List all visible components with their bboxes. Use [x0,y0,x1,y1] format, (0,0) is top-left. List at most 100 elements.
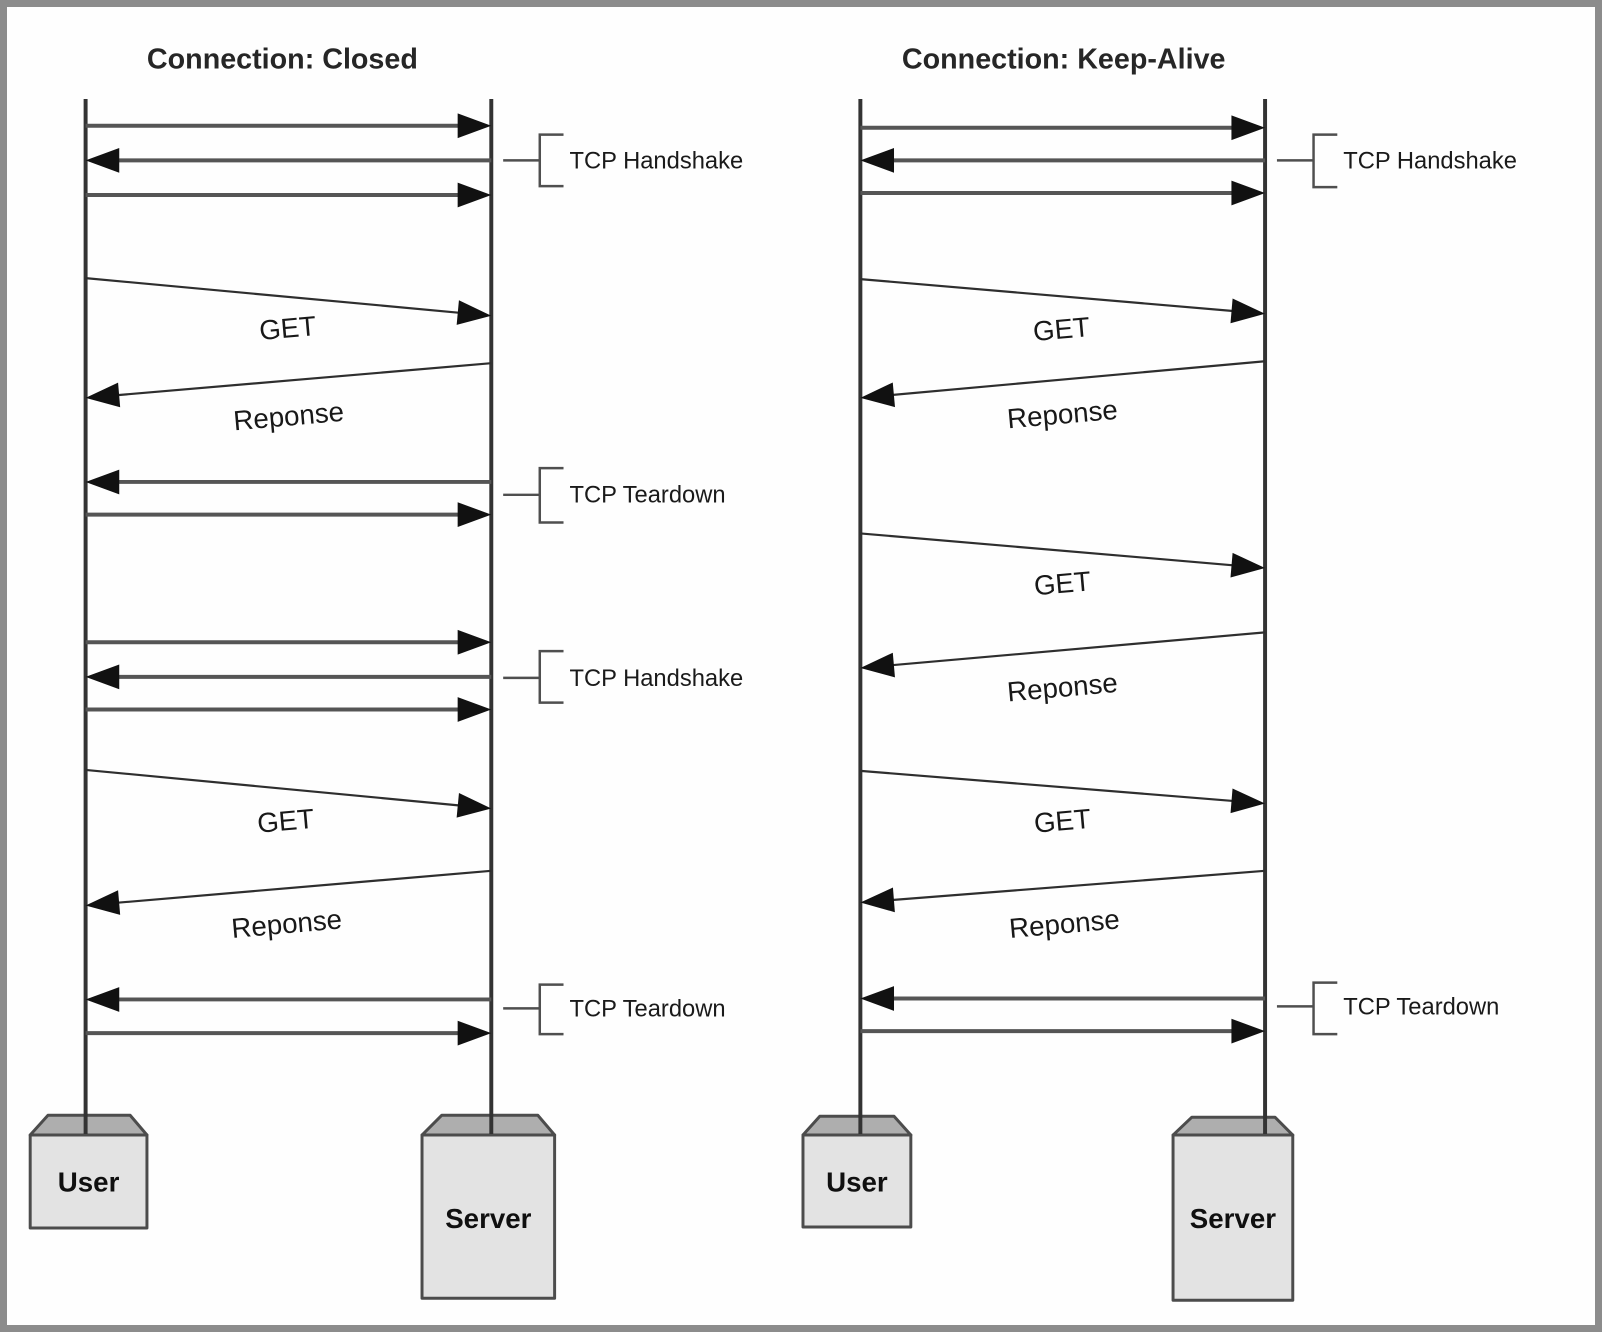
server-box-front-face [420,1133,557,1300]
message-arrow-head [85,987,120,1012]
message-get-10: GET [85,768,492,839]
message-arrow-head [457,502,492,527]
server-box: Server [1171,1115,1295,1302]
bracket-label: TCP Handshake [1343,148,1517,174]
server-box: Server [420,1113,557,1300]
message-arrow-shaft [860,278,1238,313]
message-get-3: GET [860,278,1266,347]
message-label: Reponse [1008,903,1121,944]
bracket-label: TCP Teardown [1343,994,1499,1020]
message-arrow-head [457,697,492,722]
message-tcp-0 [860,115,1266,141]
message-arrow-head [860,652,895,678]
message-tcp-12 [85,987,492,1012]
message-tcp-1 [860,148,1266,173]
bracket-tcp-handshake: TCP Handshake [1276,133,1517,189]
message-tcp-1 [85,148,492,173]
message-arrow-shaft [887,360,1266,397]
diagram-title: Connection: Closed [147,43,418,75]
message-arrow-shaft [85,768,464,807]
message-tcp-10 [860,1018,1266,1044]
message-arrow-head [457,1020,492,1046]
user-box-top-face [801,1114,913,1137]
message-arrow-head [1231,180,1266,206]
message-arrow-head [85,469,120,495]
message-tcp-2 [85,182,492,208]
message-arrow-shaft [860,532,1238,567]
server-box-label: Server [445,1203,531,1234]
diagram-title: Connection: Keep-Alive [902,43,1226,75]
message-tcp-8 [85,664,492,690]
message-tcp-2 [860,180,1266,206]
message-arrow-shaft [113,869,492,905]
bracket-shape [538,133,564,188]
bracket-shape [538,649,564,704]
server-box-label: Server [1190,1203,1276,1234]
message-label: Reponse [1006,394,1119,435]
message-tcp-6 [85,502,492,527]
bracket-shape [538,466,564,524]
bracket-label: TCP Teardown [569,996,725,1022]
bracket-label: TCP Teardown [569,483,725,509]
message-arrow-head [85,148,120,173]
message-label: GET [256,803,315,839]
bracket-tcp-teardown: TCP Teardown [503,466,726,524]
message-get-3: GET [85,277,492,346]
message-arrow-head [85,890,121,915]
message-label: GET [1033,565,1092,601]
message-tcp-0 [85,113,492,139]
bracket-shape [1312,133,1338,189]
message-arrow-shaft [113,362,492,397]
bracket-tcp-handshake: TCP Handshake [503,649,743,704]
message-tcp-13 [85,1020,492,1046]
message-tcp-5 [85,469,492,495]
bracket-tcp-teardown: TCP Teardown [1276,981,1499,1036]
message-arrow-head [860,148,895,173]
message-arrow-head [85,664,120,690]
message-arrow-head [456,300,492,325]
message-arrow-shaft [860,769,1238,803]
bracket-label: TCP Handshake [569,148,743,174]
message-label: Reponse [1006,667,1119,708]
server-box-front-face [1171,1133,1295,1302]
message-label: GET [258,310,317,346]
user-box-top-face [28,1113,149,1137]
message-arrow-shaft [887,631,1266,667]
user-box-label: User [826,1166,888,1197]
message-get-7: GET [860,769,1266,839]
bracket-tcp-handshake: TCP Handshake [503,133,743,188]
bracket-tcp-teardown: TCP Teardown [503,983,726,1036]
message-tcp-9 [860,986,1266,1011]
message-arrow-head [1231,115,1266,141]
message-label: GET [1033,803,1092,839]
message-reponse-6: Reponse [860,631,1266,708]
server-box-top-face [1171,1115,1295,1137]
message-label: Reponse [232,396,345,437]
message-arrow-head [85,382,121,408]
server-box-top-face [420,1113,557,1137]
message-tcp-9 [85,697,492,722]
message-label: Reponse [230,903,343,944]
message-reponse-11: Reponse [85,869,492,944]
message-get-5: GET [860,532,1266,601]
message-arrow-head [860,986,895,1011]
message-arrow-head [457,629,492,655]
message-label: GET [1032,311,1091,347]
user-box-label: User [58,1166,120,1197]
message-arrow-head [1230,298,1266,324]
user-box: User [801,1114,913,1229]
message-arrow-head [1230,788,1266,814]
message-arrow-head [456,792,492,818]
message-arrow-head [860,382,895,408]
message-arrow-head [860,887,895,913]
message-arrow-head [457,113,492,139]
bracket-label: TCP Handshake [569,666,743,692]
bracket-shape [538,983,564,1036]
message-arrow-head [457,182,492,208]
message-arrow-shaft [85,277,464,315]
message-arrow-head [1230,552,1266,578]
